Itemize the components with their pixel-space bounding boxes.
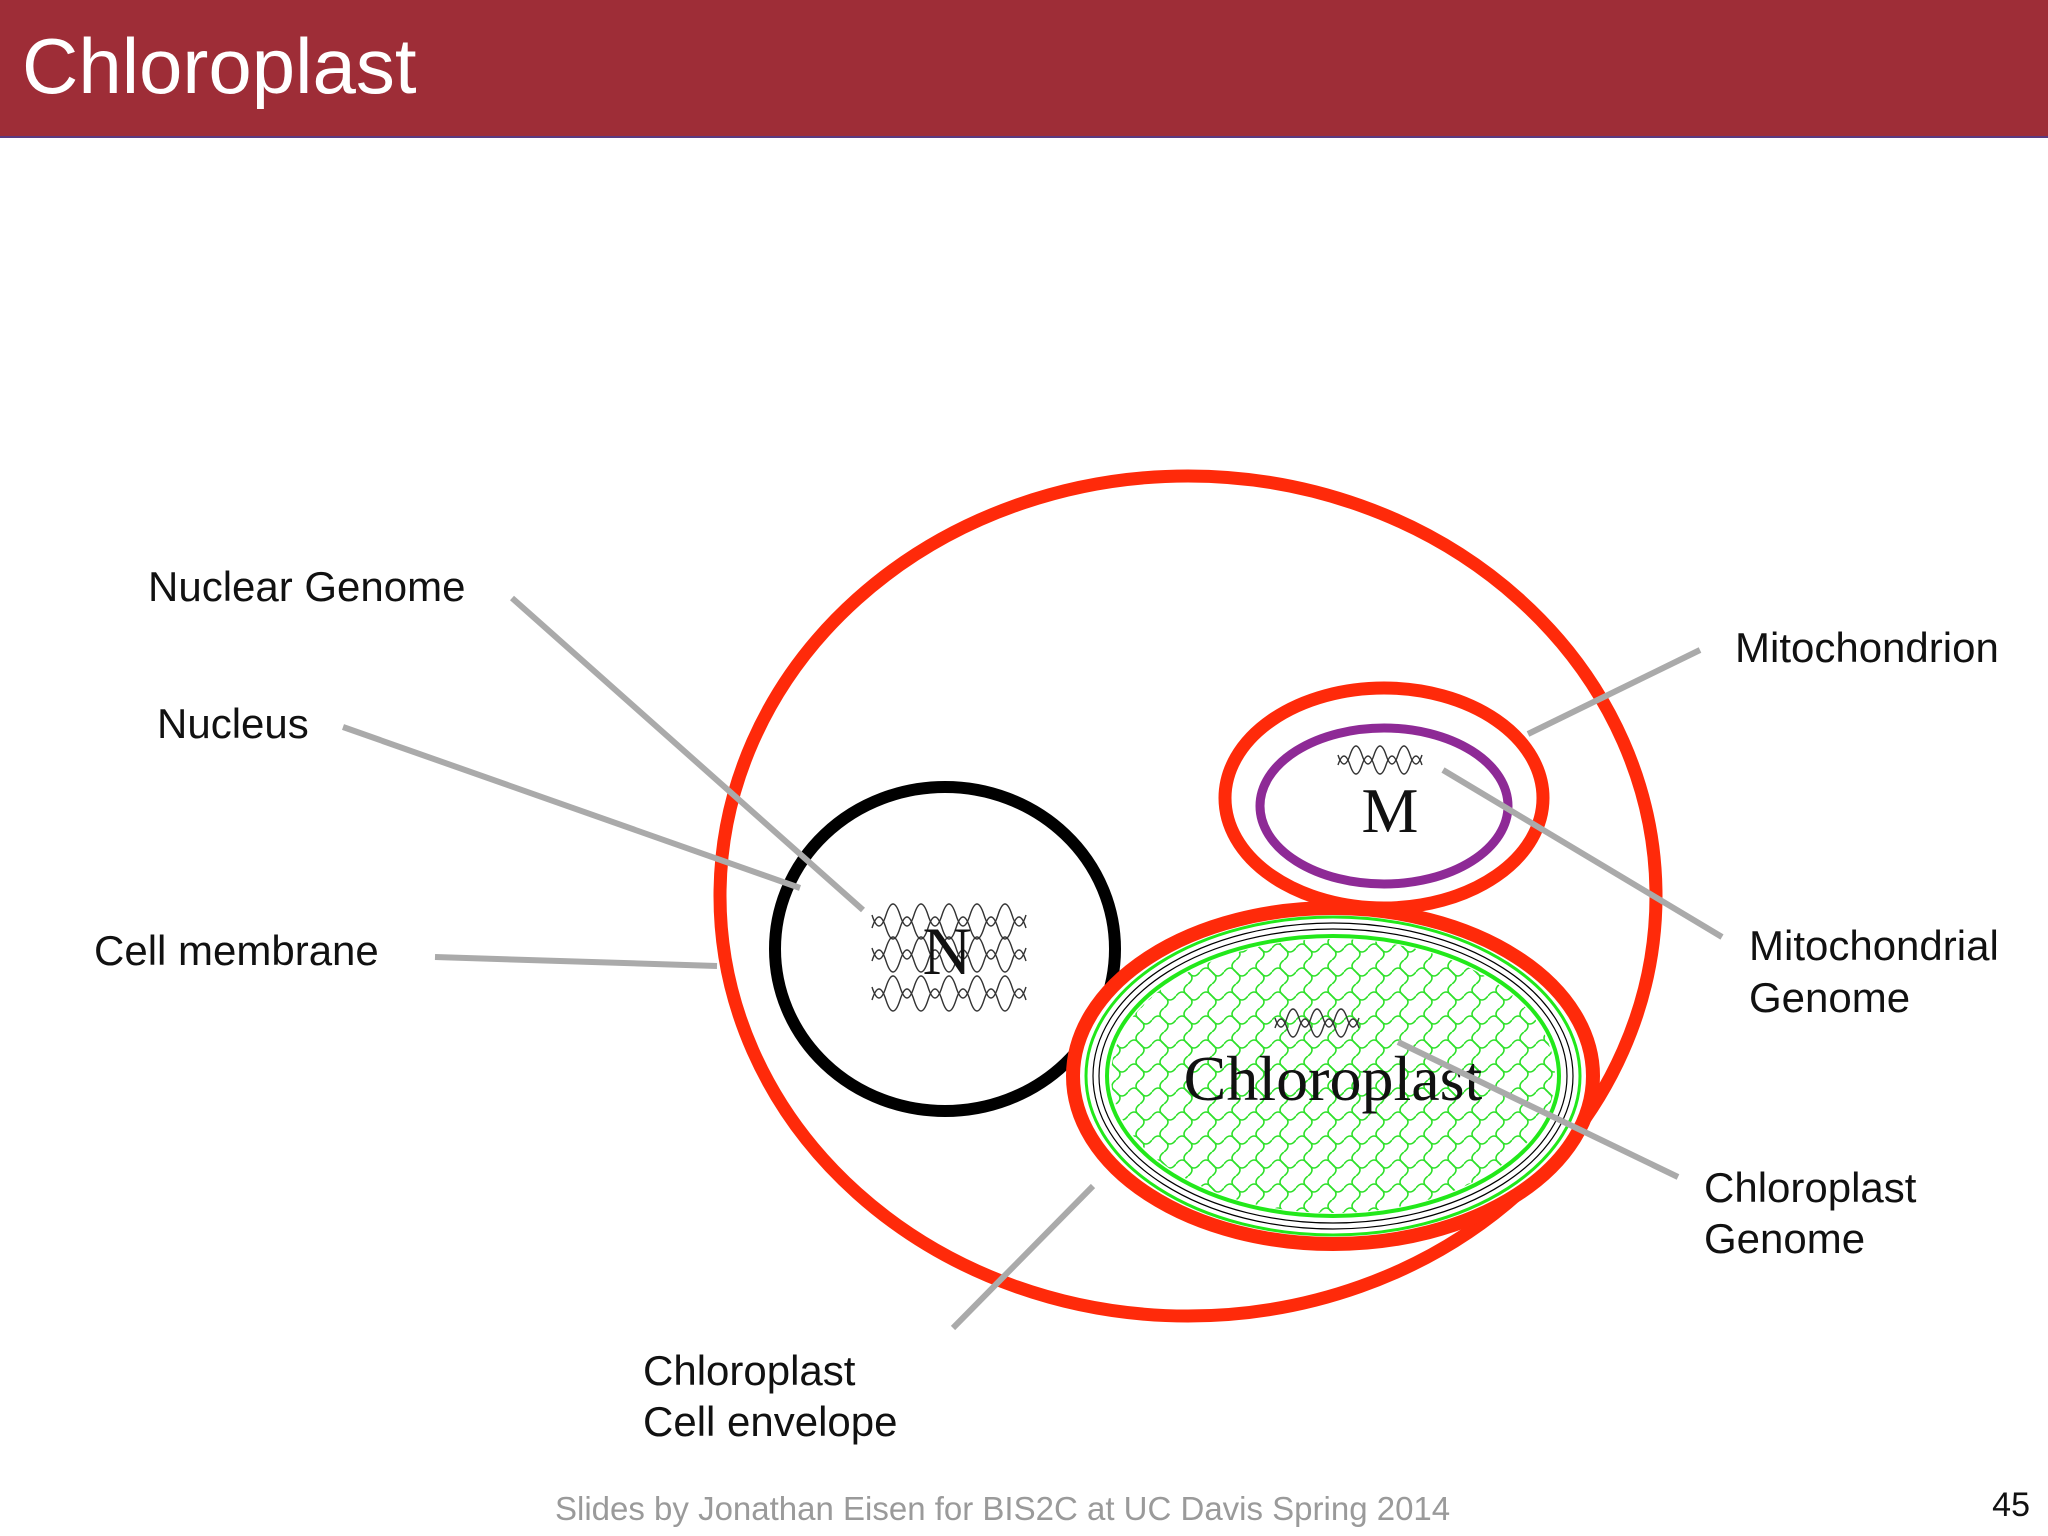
leader-nuclear-genome <box>510 595 865 913</box>
nucleus <box>769 781 1121 1117</box>
chloroplast-letter: Chloroplast <box>1184 1043 1483 1114</box>
leader-mitochondrial-genome <box>1441 767 1724 940</box>
chloroplast-green-membrane-outer <box>1084 915 1582 1237</box>
slide-title: Chloroplast <box>22 22 417 110</box>
mitochondrial-dna-icon <box>1337 745 1423 775</box>
label-chloroplast-envelope-line2: Cell envelope <box>643 1398 898 1445</box>
chloroplast-dna-icon <box>1274 1008 1360 1038</box>
label-nuclear-genome: Nuclear Genome <box>148 563 465 610</box>
leader-mitochondrion <box>1526 647 1702 737</box>
label-chloroplast-genome-line2: Genome <box>1704 1215 1865 1262</box>
mitochondrion-letter: M <box>1362 775 1419 846</box>
leader-chloroplast-envelope <box>950 1183 1096 1331</box>
nuclear-dna-icon <box>871 903 1027 1012</box>
label-mitochondrion: Mitochondrion <box>1735 624 1999 671</box>
chloroplast-black-membrane-2 <box>1098 928 1568 1224</box>
label-chloroplast-envelope-line1: Chloroplast <box>643 1347 856 1394</box>
leader-lines <box>342 595 1724 1331</box>
leader-cell-membrane <box>434 954 718 969</box>
label-cell-membrane: Cell membrane <box>94 927 379 974</box>
page-number: 45 <box>1992 1486 2030 1524</box>
label-chloroplast-genome-line1: Chloroplast <box>1704 1164 1917 1211</box>
chloroplast-black-membrane <box>1092 922 1574 1230</box>
label-mitochondrial-genome-line2: Genome <box>1749 974 1910 1021</box>
label-nucleus: Nucleus <box>157 700 309 747</box>
title-bar: Chloroplast <box>0 0 2048 138</box>
nucleus-letter: N <box>922 913 971 989</box>
leader-nucleus <box>342 724 801 891</box>
chloroplast-stroma <box>1111 939 1555 1213</box>
label-mitochondrial-genome-line1: Mitochondrial <box>1749 922 1999 969</box>
slide-footer: Slides by Jonathan Eisen for BIS2C at UC… <box>555 1490 1451 1527</box>
leader-chloroplast-genome <box>1396 1039 1680 1180</box>
